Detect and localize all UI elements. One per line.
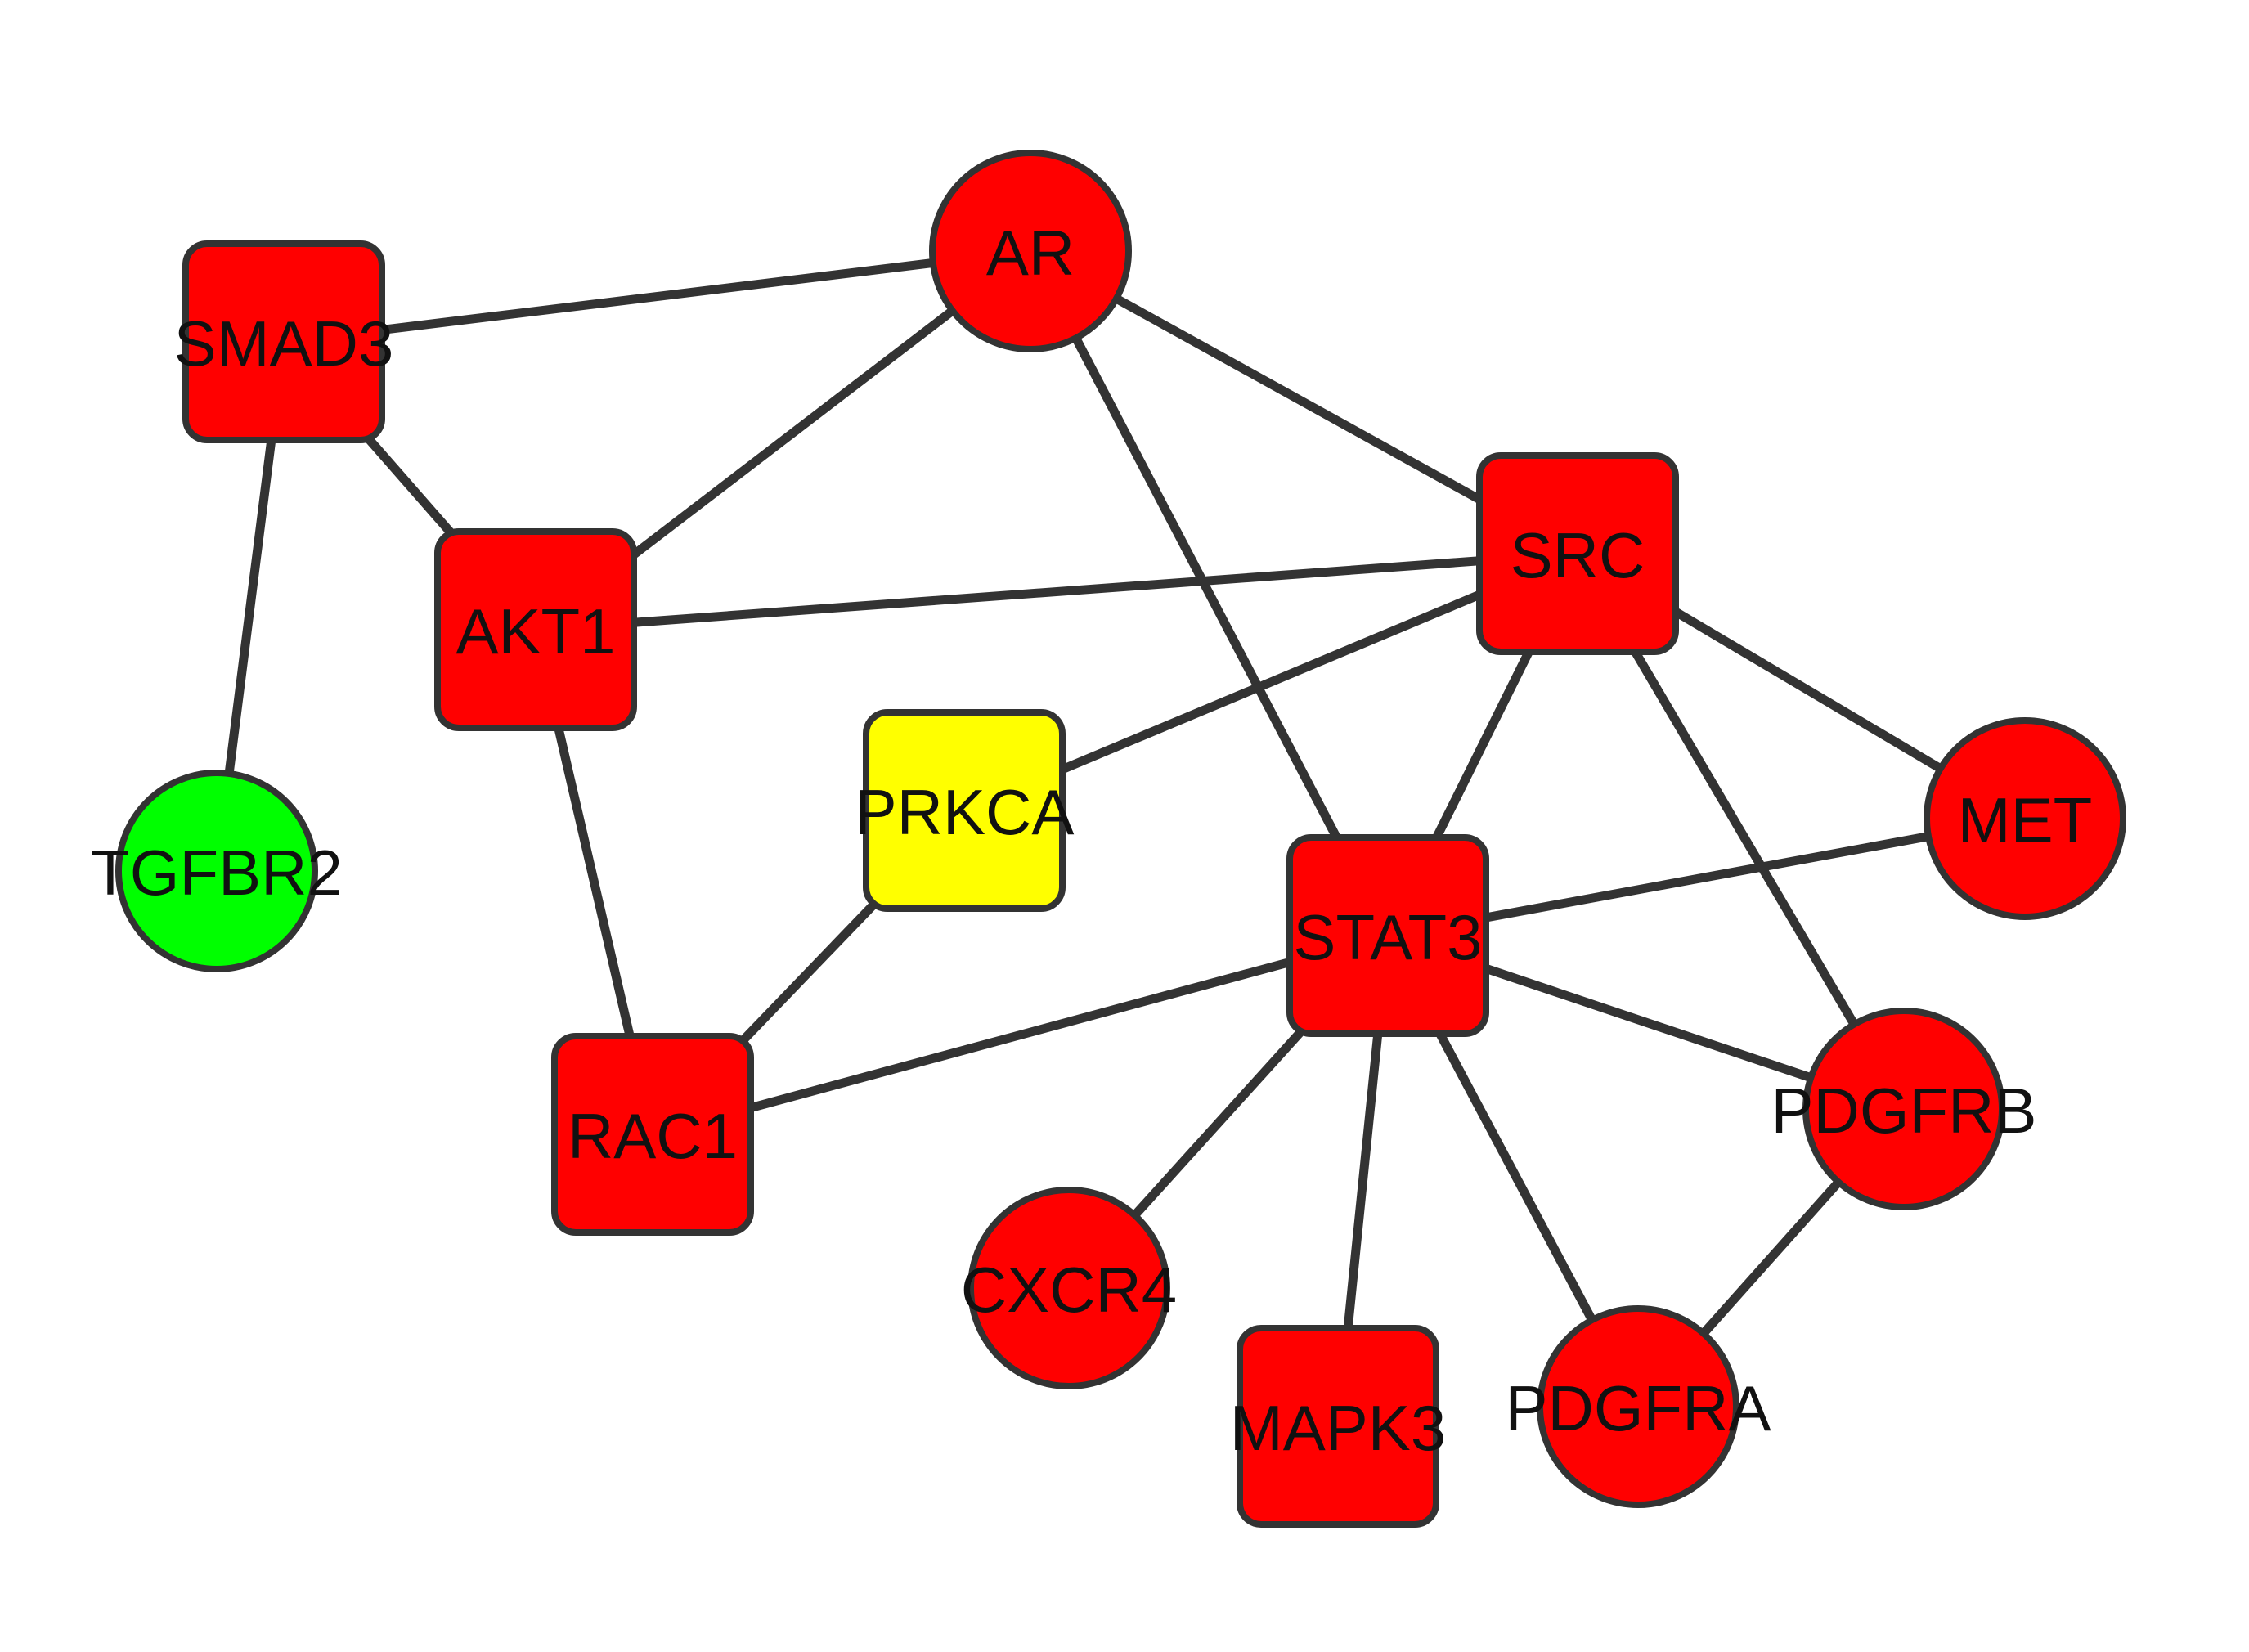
node-met[interactable]: MET <box>1924 717 2126 920</box>
node-pdgfrb[interactable]: PDGFRB <box>1771 1008 2037 1210</box>
node-square-akt1 <box>434 528 637 731</box>
node-label-akt1: AKT1 <box>456 595 615 667</box>
node-label-src: SRC <box>1511 519 1645 591</box>
node-square-src <box>1476 452 1679 655</box>
node-cxcr4[interactable]: CXCR4 <box>961 1187 1177 1389</box>
node-circle-met <box>1924 717 2126 920</box>
node-square-mapk3 <box>1237 1325 1439 1528</box>
edge-src-prkca <box>959 549 1582 815</box>
node-ar[interactable]: AR <box>929 150 1132 352</box>
node-circle-pdgfra <box>1537 1305 1739 1508</box>
node-akt1[interactable]: AKT1 <box>434 528 637 731</box>
node-rac1[interactable]: RAC1 <box>551 1033 754 1236</box>
node-label-smad3: SMAD3 <box>174 308 394 379</box>
edge-stat3-met <box>1383 814 2030 940</box>
node-label-stat3: STAT3 <box>1293 901 1482 973</box>
node-label-pdgfra: PDGFRA <box>1505 1372 1771 1444</box>
node-label-met: MET <box>1958 784 2093 856</box>
node-stat3[interactable]: STAT3 <box>1286 834 1489 1037</box>
node-label-ar: AR <box>986 217 1075 289</box>
node-circle-tgfbr2 <box>115 770 318 972</box>
node-smad3[interactable]: SMAD3 <box>174 240 394 443</box>
node-label-rac1: RAC1 <box>568 1100 738 1172</box>
node-mapk3[interactable]: MAPK3 <box>1230 1325 1446 1528</box>
node-circle-cxcr4 <box>967 1187 1170 1389</box>
node-pdgfra[interactable]: PDGFRA <box>1505 1305 1771 1508</box>
edge-ar-stat3 <box>1026 246 1393 940</box>
node-square-rac1 <box>551 1033 754 1236</box>
node-square-smad3 <box>182 240 385 443</box>
edge-stat3-rac1 <box>648 931 1393 1139</box>
node-label-pdgfrb: PDGFRB <box>1771 1075 2036 1147</box>
node-square-stat3 <box>1286 834 1489 1037</box>
node-label-mapk3: MAPK3 <box>1230 1392 1446 1464</box>
node-circle-pdgfrb <box>1802 1008 2005 1210</box>
node-tgfbr2[interactable]: TGFBR2 <box>91 770 343 972</box>
edge-smad3-ar <box>279 246 1035 347</box>
node-label-cxcr4: CXCR4 <box>961 1254 1177 1326</box>
node-prkca[interactable]: PRKCA <box>855 709 1075 912</box>
node-label-prkca: PRKCA <box>855 776 1075 848</box>
node-circle-ar <box>929 150 1132 352</box>
node-square-prkca <box>863 709 1066 912</box>
node-label-tgfbr2: TGFBR2 <box>91 837 343 909</box>
node-src[interactable]: SRC <box>1476 452 1679 655</box>
edge-akt1-src <box>531 549 1582 635</box>
